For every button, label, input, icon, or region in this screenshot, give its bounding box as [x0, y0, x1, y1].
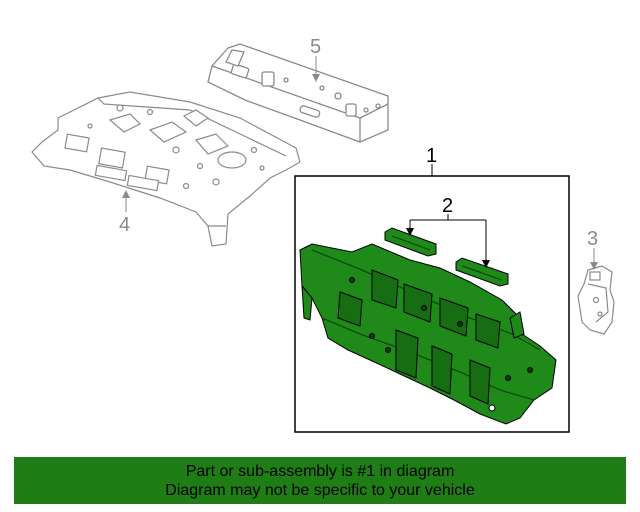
part-2-bracket-left-illustration[interactable] — [384, 227, 437, 257]
callout-5: 5 — [310, 36, 321, 58]
arrowheads — [406, 228, 490, 268]
callout-4: 4 — [119, 214, 130, 236]
info-banner: Part or sub-assembly is #1 in diagram Di… — [14, 457, 626, 504]
arrowheads-gray — [122, 74, 598, 270]
callout-3: 3 — [587, 228, 598, 250]
banner-line-2: Diagram may not be specific to your vehi… — [165, 482, 475, 499]
part-1-rear-panel-illustration[interactable] — [299, 243, 557, 425]
part-2-bracket-right-illustration[interactable] — [455, 257, 509, 287]
part-4-package-tray-illustration[interactable] — [31, 91, 301, 247]
callout-1: 1 — [426, 145, 437, 167]
banner-line-1: Part or sub-assembly is #1 in diagram — [185, 463, 455, 480]
leader-lines — [409, 164, 487, 262]
callout-2: 2 — [442, 195, 453, 217]
leader-lines-gray — [125, 56, 595, 264]
part-3-side-bracket-illustration[interactable] — [577, 265, 615, 335]
part-5-crossmember-illustration[interactable] — [207, 43, 389, 143]
parts-diagram: 1 2 3 4 5 — [31, 36, 615, 433]
